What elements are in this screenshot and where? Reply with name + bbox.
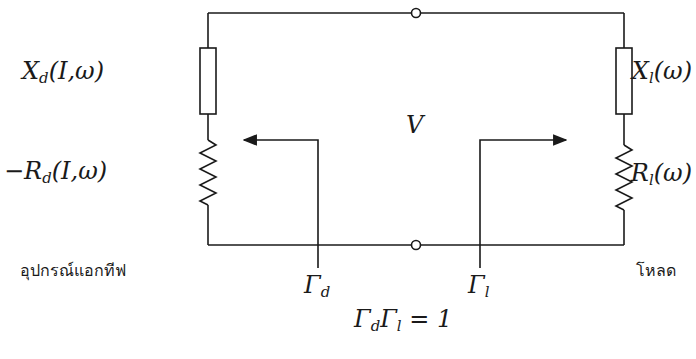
reactance-label: Xl(ω)	[632, 58, 692, 86]
top-wire	[208, 12, 411, 14]
load-label: โหลด	[636, 262, 676, 280]
device-label: อุปกรณ์แอกทีฟ	[20, 262, 126, 280]
reflection-label: Γd	[304, 272, 330, 300]
right-wire	[623, 210, 625, 245]
reflection-arrow	[480, 140, 566, 268]
resistor-symbol	[200, 140, 216, 205]
left-wire	[207, 114, 209, 140]
terminal	[412, 9, 421, 18]
resistance-label: −Rd(I,ω)	[4, 158, 107, 186]
resistor-symbol	[616, 145, 632, 210]
reactance-symbol	[616, 48, 632, 114]
left-wire	[207, 205, 209, 245]
top-wire	[421, 12, 624, 14]
reactance-symbol	[200, 48, 216, 114]
right-wire	[623, 114, 625, 145]
bottom-wire	[421, 244, 624, 246]
voltage-label: V	[406, 112, 423, 138]
resistance-label: Rl(ω)	[631, 160, 692, 188]
terminal	[412, 241, 421, 250]
reflection-label: Γl	[468, 272, 489, 300]
right-wire	[623, 13, 625, 48]
left-wire	[207, 13, 209, 48]
bottom-wire	[208, 244, 411, 246]
reflection-arrow	[244, 140, 318, 268]
condition-label: ΓdΓl = 1	[354, 306, 452, 334]
reactance-label: Xd(I,ω)	[22, 58, 104, 86]
